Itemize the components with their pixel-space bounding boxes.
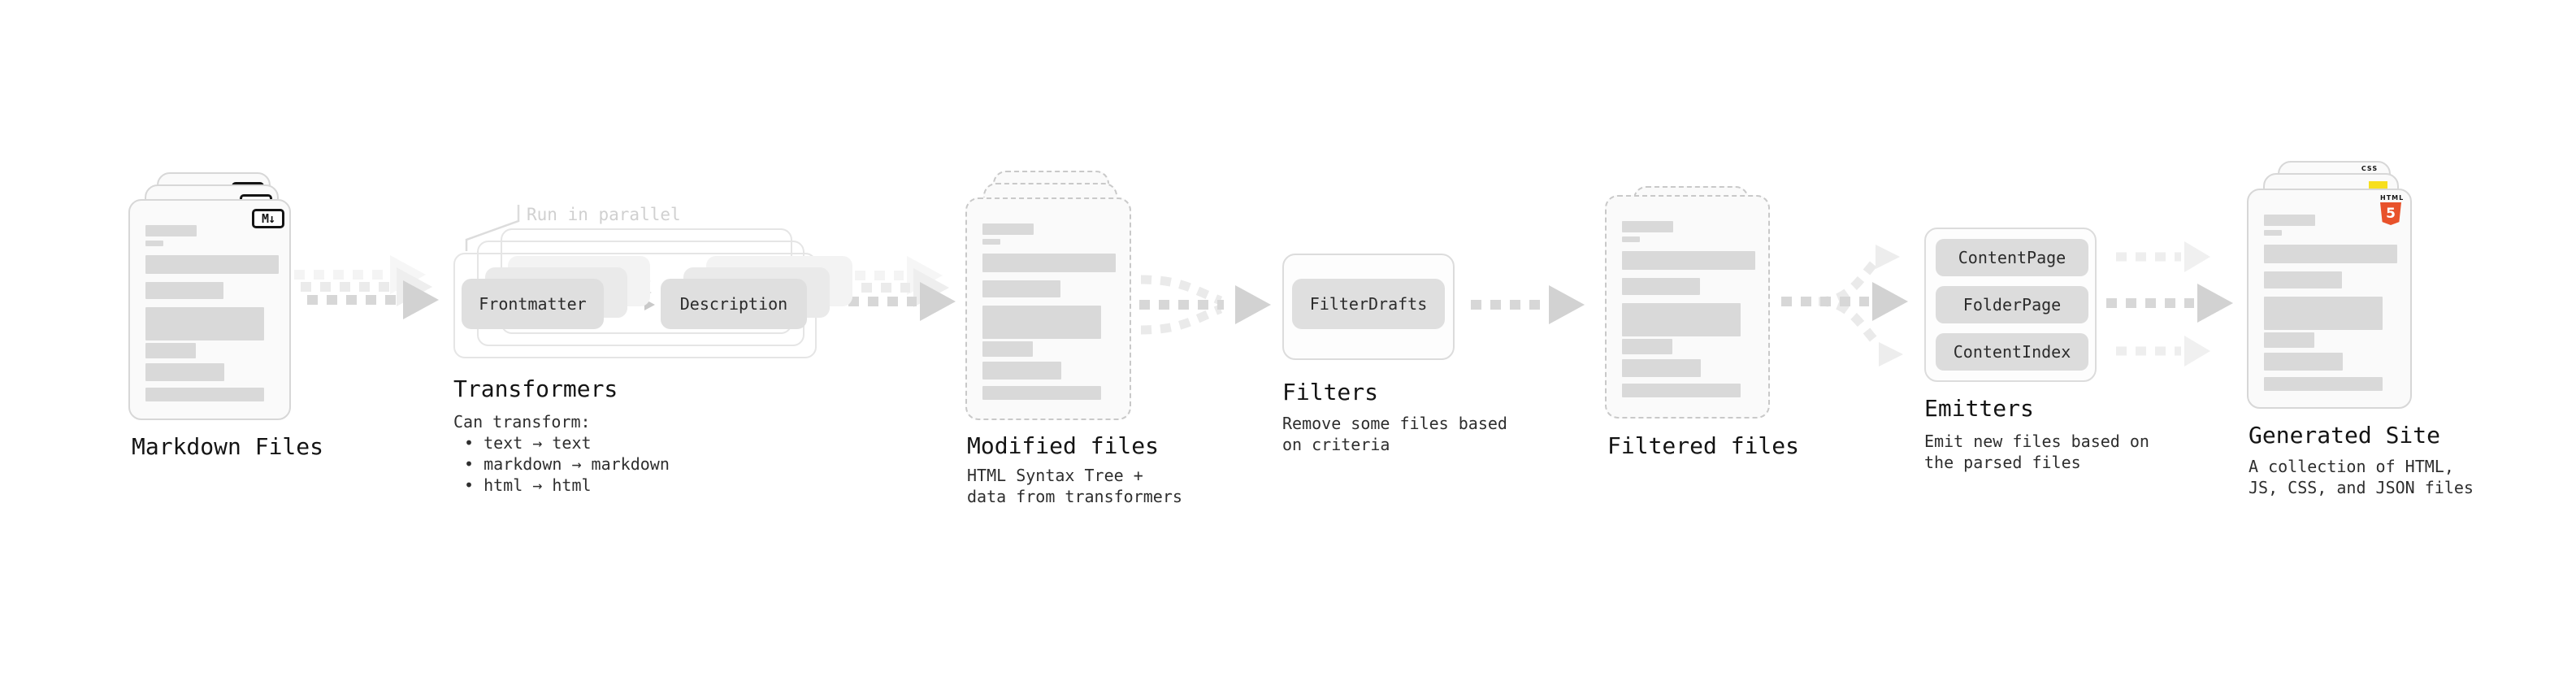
contentpage-box: ContentPage	[1936, 239, 2088, 276]
stage-desc-modified-files: HTML Syntax Tree + data from transformer…	[967, 465, 1182, 507]
file-card-front-html: HTML 5	[2247, 189, 2412, 409]
description-box: Description	[661, 279, 807, 329]
placeholder-text-bars	[982, 223, 1116, 400]
desc-line: on criteria	[1282, 435, 1390, 454]
desc-line: HTML Syntax Tree +	[967, 466, 1143, 485]
markdown-icon: M↓	[252, 209, 284, 228]
desc-bullet: • text → text	[464, 433, 592, 453]
stage-label-transformers: Transformers	[453, 375, 618, 402]
file-card-front	[965, 197, 1131, 420]
arrow-filtered-to-emitters	[1781, 245, 1908, 367]
arrow-emitters-to-generated	[2106, 241, 2233, 367]
folderpage-box: FolderPage	[1936, 286, 2088, 323]
stage-desc-generated-site: A collection of HTML, JS, CSS, and JSON …	[2249, 456, 2474, 498]
stage-desc-filters: Remove some files based on criteria	[1282, 413, 1507, 455]
desc-line: A collection of HTML,	[2249, 457, 2454, 476]
contentindex-box: ContentIndex	[1936, 333, 2088, 371]
arrow-filters-to-filtered	[1471, 285, 1585, 324]
frontmatter-box: Frontmatter	[462, 279, 604, 329]
filterdrafts-box: FilterDrafts	[1292, 279, 1445, 329]
desc-line: JS, CSS, and JSON files	[2249, 478, 2474, 497]
desc-line: Emit new files based on	[1924, 432, 2149, 451]
stage-label-modified-files: Modified files	[967, 432, 1160, 459]
placeholder-text-bars	[1622, 221, 1755, 397]
file-card-front: M↓	[128, 199, 291, 420]
run-in-parallel-annotation: Run in parallel	[527, 205, 681, 224]
desc-bullet: • html → html	[464, 475, 592, 495]
annotation-leader-line	[465, 205, 520, 251]
desc-line: the parsed files	[1924, 453, 2081, 472]
stage-label-filters: Filters	[1282, 379, 1379, 406]
stage-desc-emitters: Emit new files based on the parsed files	[1924, 431, 2149, 473]
stage-label-markdown-files: Markdown Files	[132, 433, 324, 460]
emitters-panel: ContentPage FolderPage ContentIndex	[1924, 228, 2097, 382]
stage-label-generated-site: Generated Site	[2249, 422, 2441, 449]
file-card-front	[1605, 195, 1770, 419]
desc-bullet: • markdown → markdown	[464, 454, 670, 474]
html5-icon: HTML 5	[2380, 194, 2403, 225]
arrow-modified-to-filters	[1139, 275, 1271, 335]
placeholder-text-bars	[145, 225, 279, 401]
stage-label-filtered-files: Filtered files	[1607, 432, 1800, 459]
stage-desc-transformers: Can transform: • text → text • markdown …	[453, 411, 670, 496]
desc-line: Can transform:	[453, 412, 591, 432]
arrow-markdown-to-transformers	[294, 255, 439, 319]
placeholder-text-bars	[2264, 215, 2397, 391]
desc-line: data from transformers	[967, 487, 1182, 506]
desc-line: Remove some files based	[1282, 414, 1507, 433]
stage-label-emitters: Emitters	[1924, 395, 2034, 422]
arrow-transformers-to-modified	[816, 256, 956, 321]
